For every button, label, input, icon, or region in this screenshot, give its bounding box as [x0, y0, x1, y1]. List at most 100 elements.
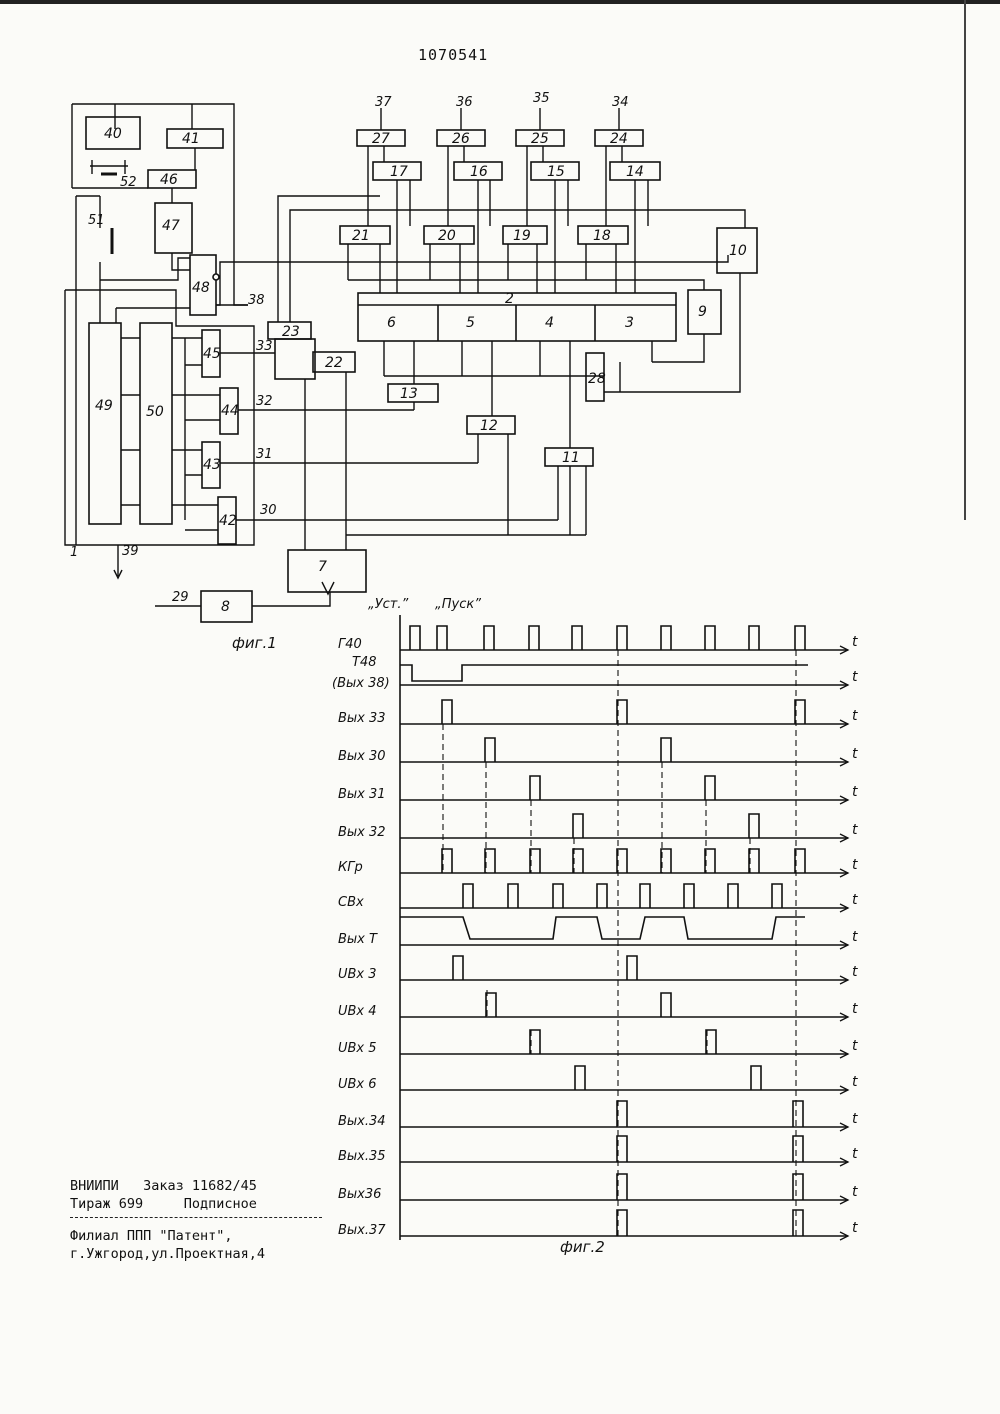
signal-label: Вых 33	[338, 711, 386, 726]
imprint-line-3: Филиал ППП "Патент",	[70, 1228, 233, 1244]
signal-label: Вых Т	[338, 932, 378, 947]
pulse	[751, 1066, 761, 1090]
axis-arrow	[840, 976, 848, 984]
t-label: t	[852, 1111, 858, 1127]
signal-label: UВх 3	[338, 967, 377, 982]
svg-text:11: 11	[562, 450, 580, 466]
svg-text:49: 49	[95, 398, 113, 414]
imprint-line-1: ВНИИПИ Заказ 11682/45	[70, 1178, 257, 1194]
svg-text:3: 3	[625, 315, 634, 331]
pulse	[617, 1101, 627, 1127]
pulse	[442, 849, 452, 873]
pulse	[617, 1136, 627, 1162]
pulse	[795, 700, 805, 724]
axis-arrow	[840, 796, 848, 804]
svg-text:35: 35	[533, 91, 550, 106]
pulse	[705, 776, 715, 800]
figure-1-circuit-diagram: 40 41 46 47 48 49 50 45 44 43 42 23 22 7…	[0, 0, 1000, 700]
svg-text:30: 30	[260, 503, 277, 518]
pulse	[661, 993, 671, 1017]
svg-text:31: 31	[256, 447, 273, 462]
signal-label: Вых.34	[338, 1114, 386, 1129]
svg-text:44: 44	[221, 403, 239, 419]
svg-text:39: 39	[122, 544, 139, 559]
svg-text:22: 22	[325, 355, 343, 371]
t-label: t	[852, 1184, 858, 1200]
signal-label: UВх 5	[338, 1041, 377, 1056]
imprint-line-2: Тираж 699 Подписное	[70, 1196, 257, 1212]
svg-text:19: 19	[513, 228, 531, 244]
signal-label: Вых 31	[338, 787, 386, 802]
pulse	[573, 849, 583, 873]
svg-text:9: 9	[698, 304, 707, 320]
svg-text:16: 16	[470, 164, 488, 180]
axis-arrow	[840, 1158, 848, 1166]
svg-text:13: 13	[400, 386, 418, 402]
svg-text:42: 42	[219, 513, 237, 529]
svg-text:1: 1	[70, 545, 78, 560]
signal-label: Вых36	[338, 1187, 381, 1202]
pulse	[597, 884, 607, 908]
signal-label: Вых.35	[338, 1149, 386, 1164]
pulse	[793, 1210, 803, 1236]
vyx-t-waveform	[400, 917, 805, 939]
pulse	[749, 814, 759, 838]
t-label: t	[852, 1001, 858, 1017]
pulse	[684, 884, 694, 908]
svg-text:27: 27	[372, 131, 390, 147]
pulse	[705, 849, 715, 873]
pulse	[661, 849, 671, 873]
signal-label: UВх 6	[338, 1077, 377, 1092]
block-labels: 40 41 46 47 48 49 50 45 44 43 42 23 22 7…	[95, 126, 747, 615]
signal-label: СВх	[338, 895, 364, 910]
svg-text:48: 48	[192, 280, 210, 296]
svg-text:8: 8	[221, 599, 230, 615]
t-label: t	[852, 822, 858, 838]
t-label: t	[852, 1074, 858, 1090]
svg-text:32: 32	[256, 394, 273, 409]
svg-text:12: 12	[480, 418, 498, 434]
pulse	[442, 700, 452, 724]
svg-text:7: 7	[318, 559, 327, 575]
svg-text:21: 21	[352, 228, 370, 244]
axis-arrow	[840, 1123, 848, 1131]
figure-2-caption: фиг.2	[560, 1238, 605, 1256]
pulse	[508, 884, 518, 908]
pulse	[553, 884, 563, 908]
t-label: t	[852, 857, 858, 873]
t-label: t	[852, 1146, 858, 1162]
signal-label: Вых.37	[338, 1223, 386, 1238]
pulse	[617, 849, 627, 873]
t-label: t	[852, 929, 858, 945]
axis-arrow	[840, 758, 848, 766]
signal-label: UВх 4	[338, 1004, 377, 1019]
pulse	[575, 1066, 585, 1090]
pulse	[795, 849, 805, 873]
axis-arrow	[840, 904, 848, 912]
signal-label: КГр	[338, 860, 363, 875]
svg-text:26: 26	[452, 131, 470, 147]
svg-text:15: 15	[547, 164, 565, 180]
axis-arrow	[840, 1196, 848, 1204]
svg-text:52: 52	[120, 175, 137, 190]
pulse	[793, 1174, 803, 1200]
imprint-divider	[70, 1217, 322, 1218]
pulse	[772, 884, 782, 908]
svg-text:5: 5	[466, 315, 475, 331]
axis-arrow	[840, 1232, 848, 1240]
pulse	[793, 1136, 803, 1162]
pulse	[573, 814, 583, 838]
svg-text:20: 20	[438, 228, 456, 244]
pulse	[617, 1210, 627, 1236]
pulse	[617, 1174, 627, 1200]
svg-text:23: 23	[282, 324, 300, 340]
pulse	[530, 776, 540, 800]
svg-text:51: 51	[88, 213, 105, 228]
pulse	[463, 884, 473, 908]
pulse	[749, 849, 759, 873]
svg-text:фиг.1: фиг.1	[232, 634, 277, 652]
svg-text:24: 24	[610, 131, 628, 147]
pulse	[627, 956, 637, 980]
svg-text:29: 29	[172, 590, 189, 605]
svg-text:43: 43	[203, 457, 221, 473]
